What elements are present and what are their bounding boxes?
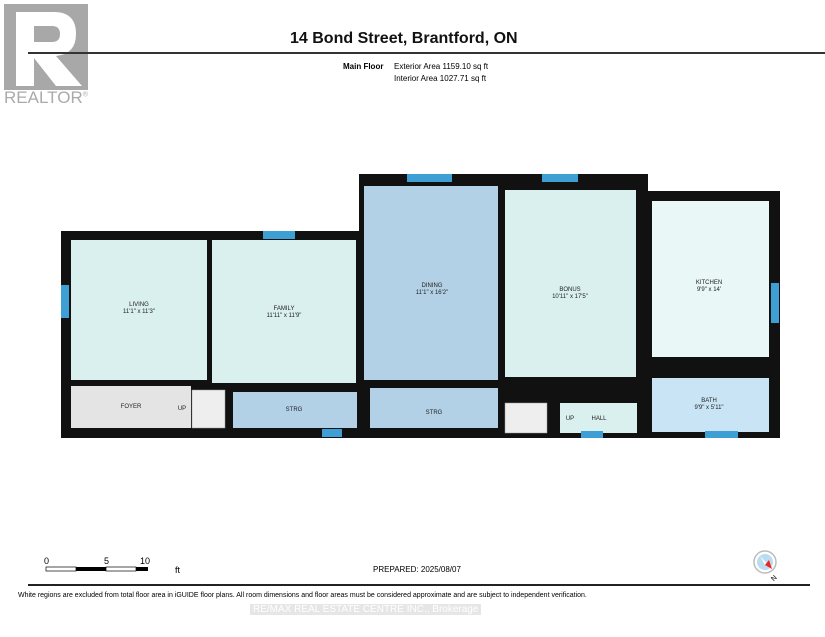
room-name-strg-center: STRG [426, 410, 443, 416]
room-dining [364, 186, 498, 380]
interior-area: Interior Area 1027.71 sq ft [394, 74, 487, 83]
realtor-wordmark: REALTOR® [4, 88, 88, 108]
scale-bar: 0 5 10 [44, 556, 150, 572]
room-dims-dining: 11'1" x 16'2" [416, 290, 448, 296]
prepared-date: PREPARED: 2025/08/07 [373, 565, 461, 574]
room-name-bonus: BONUS [559, 287, 580, 293]
room-dims-bath: 9'9" x 5'11" [694, 405, 723, 411]
room-bath [652, 378, 769, 432]
realtor-text: REALTOR [4, 88, 83, 107]
stairs-up-label-hall: UP [566, 416, 574, 422]
header-divider [28, 52, 825, 54]
exterior-area: Exterior Area 1159.10 sq ft [394, 62, 489, 71]
footer-divider [28, 584, 810, 586]
stairs-west [191, 389, 226, 429]
scale-label-5: 5 [104, 556, 109, 566]
compass-icon: N [753, 550, 779, 583]
room-strg-center [370, 388, 498, 428]
room-dims-family: 11'11" x 11'9" [267, 313, 302, 319]
stairs-up-label: UP [178, 406, 186, 412]
scale-label-10: 10 [140, 556, 150, 566]
room-bonus [505, 190, 636, 377]
room-name-family: FAMILY [274, 306, 295, 312]
room-name-foyer: FOYER [121, 404, 142, 410]
room-foyer [71, 386, 191, 428]
registered-mark: ® [82, 91, 88, 99]
room-kitchen [652, 201, 769, 357]
room-strg-west [233, 392, 357, 428]
room-name-bath: BATH [701, 398, 717, 404]
page-title: 14 Bond Street, Brantford, ON [290, 30, 518, 47]
scale-label-0: 0 [44, 556, 49, 566]
windows [61, 174, 779, 438]
compass-north: N [770, 574, 779, 583]
room-name-dining: DINING [422, 283, 443, 289]
room-dims-kitchen: 9'9" x 14' [697, 287, 721, 293]
stairs-hall [504, 402, 548, 434]
floor-plan: LIVING 11'1" x 11'3" FAMILY 11'11" x 11'… [61, 174, 780, 438]
disclaimer: White regions are excluded from total fl… [18, 592, 587, 599]
realtor-logo [4, 4, 88, 90]
scale-unit: ft [175, 565, 181, 575]
room-name-kitchen: KITCHEN [696, 280, 722, 286]
brokerage-watermark: RE/MAX REAL ESTATE CENTRE INC., Brokerag… [250, 604, 482, 615]
room-family [212, 240, 356, 383]
room-name-hall: HALL [591, 416, 607, 422]
room-dims-bonus: 10'11" x 17'5" [552, 294, 588, 300]
room-name-living: LIVING [129, 302, 149, 308]
room-living [71, 240, 207, 380]
floor-label: Main Floor [343, 62, 384, 71]
room-hall [560, 403, 637, 433]
room-dims-living: 11'1" x 11'3" [123, 309, 155, 315]
room-name-strg-west: STRG [286, 407, 303, 413]
